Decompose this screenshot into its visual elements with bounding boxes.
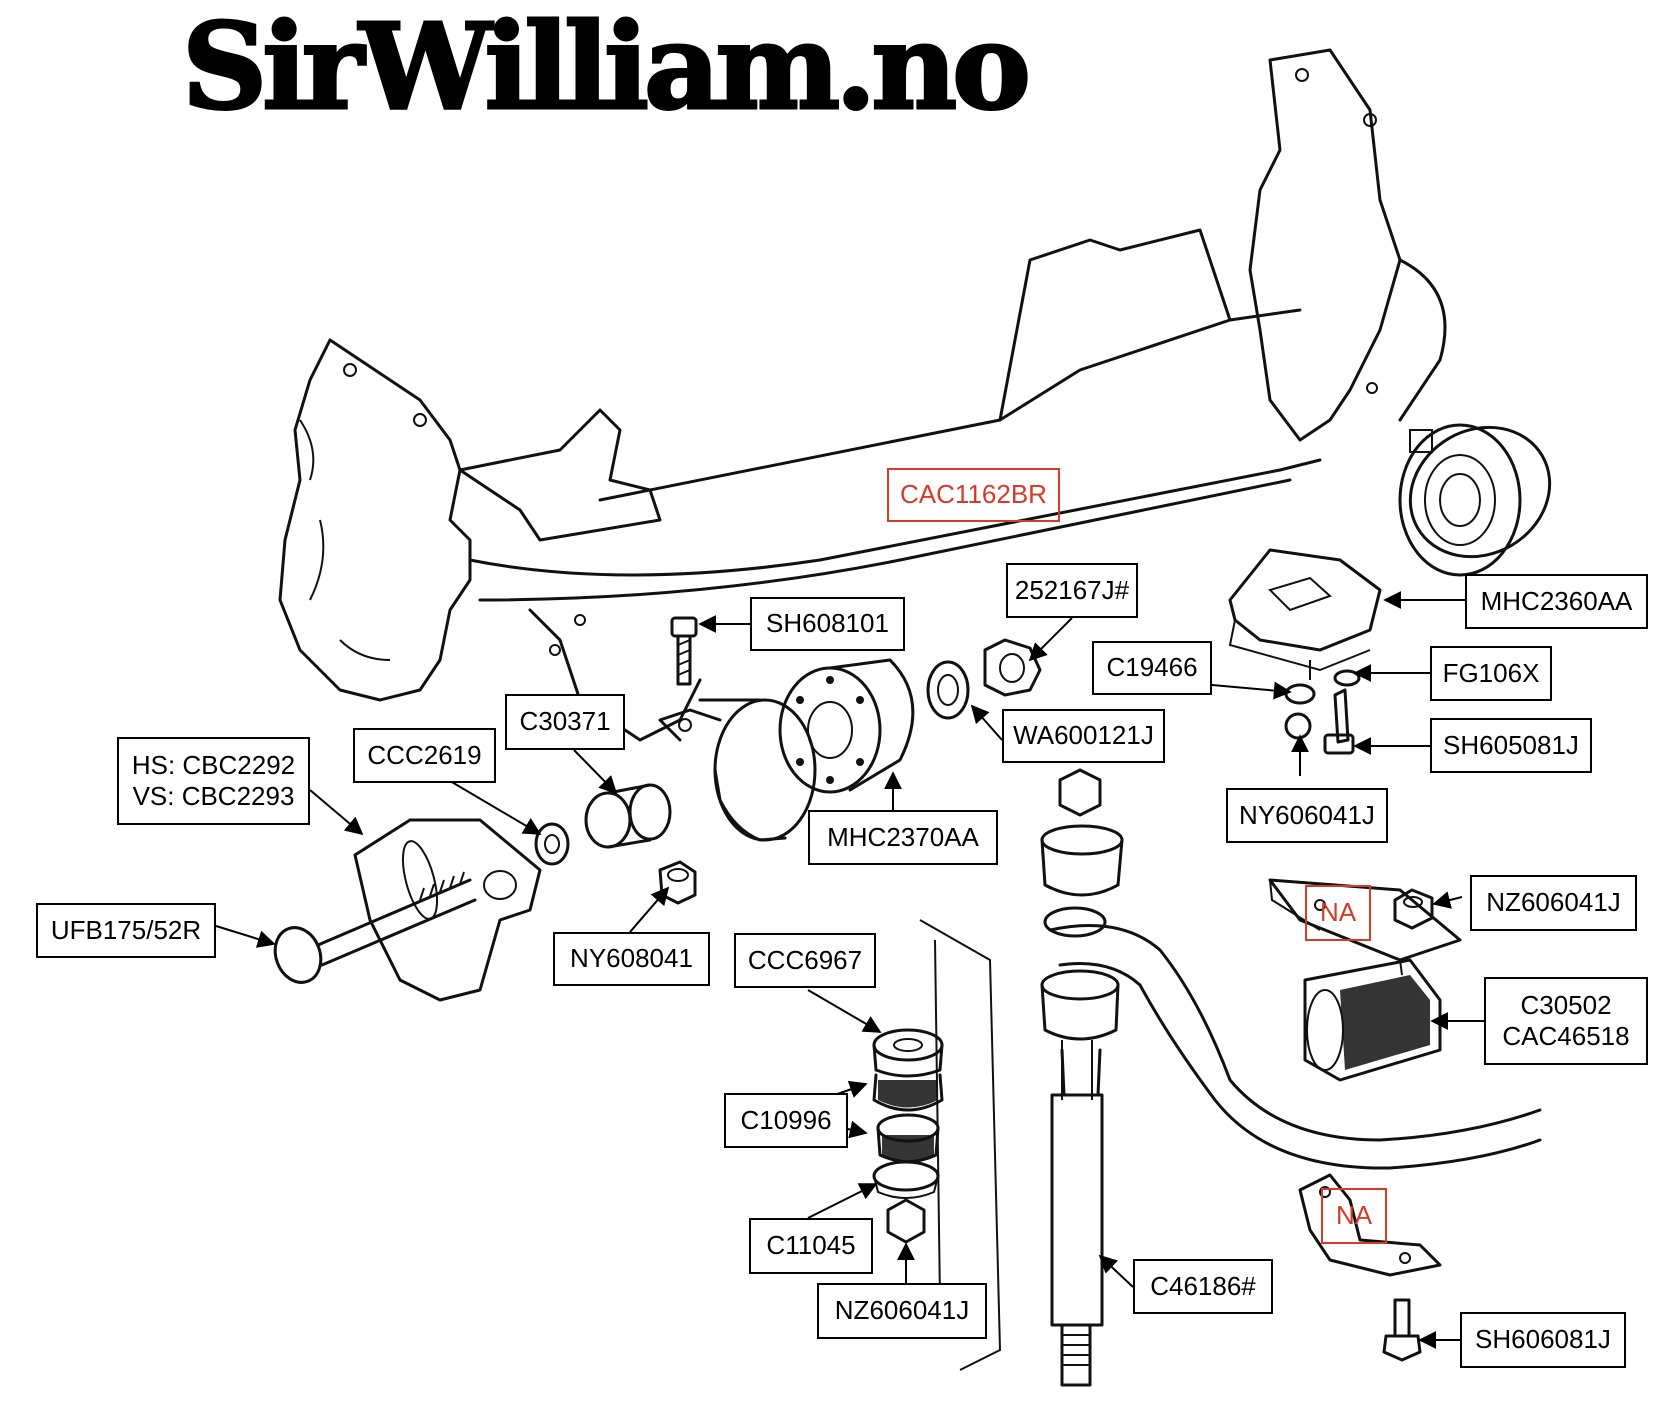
engine-mount-fasteners-drawing (1284, 669, 1361, 755)
bush-housing-drawing (658, 698, 817, 842)
part-label-ccc6967[interactable]: CCC6967 (734, 933, 876, 988)
part-label-fg106x[interactable]: FG106X (1430, 646, 1552, 701)
part-label-ny608041[interactable]: NY608041 (553, 932, 710, 986)
engine-mount-drawing (1228, 548, 1382, 680)
part-label-sh605081j[interactable]: SH605081J (1430, 718, 1592, 773)
bolt-sh606081j-drawing (1382, 1298, 1422, 1362)
part-label-ny606041j[interactable]: NY606041J (1226, 788, 1388, 843)
upper-strap-drawing (1268, 878, 1462, 976)
part-label-mhc2370aa[interactable]: MHC2370AA (808, 810, 998, 865)
part-label-nz606041j-bottom[interactable]: NZ606041J (817, 1283, 987, 1339)
part-label-sh606081j[interactable]: SH606081J (1460, 1312, 1626, 1368)
part-label-na-lower[interactable]: NA (1321, 1188, 1387, 1244)
site-title: SirWilliam.no (181, 0, 1033, 136)
part-label-c10996[interactable]: C10996 (724, 1093, 848, 1148)
part-label-sh608101[interactable]: SH608101 (750, 597, 905, 651)
part-label-c19466[interactable]: C19466 (1092, 641, 1212, 695)
bolt-ufb175-drawing (273, 871, 477, 984)
part-label-mhc2360aa[interactable]: MHC2360AA (1465, 574, 1648, 629)
lower-strap-drawing (1298, 1173, 1442, 1277)
part-label-c11045[interactable]: C11045 (749, 1218, 873, 1274)
part-label-wa600121j[interactable]: WA600121J (1002, 709, 1165, 763)
part-label-ufb175-52r[interactable]: UFB175/52R (36, 903, 216, 958)
anti-roll-bar-drawing (1043, 906, 1542, 1170)
nut-nz606041j-right-drawing (1393, 888, 1434, 930)
main-bush-drawing (778, 658, 915, 794)
bracket-drawing (353, 818, 542, 1002)
washer-ccc2619-drawing (534, 822, 570, 866)
link-stack-drawing (1040, 768, 1124, 1387)
part-label-c30502-cac46518[interactable]: C30502 CAC46518 (1484, 977, 1648, 1065)
part-label-c30371[interactable]: C30371 (505, 694, 625, 750)
rubber-bush-c30502-drawing (1303, 958, 1442, 1082)
part-label-252167j[interactable]: 252167J# (1006, 563, 1138, 618)
leader-lines (215, 591, 1484, 1349)
lower-link-bushes-drawing (872, 919, 1002, 1371)
part-label-ccc2619[interactable]: CCC2619 (353, 728, 496, 783)
part-label-cac1162br[interactable]: CAC1162BR (887, 468, 1060, 522)
nut-ny608041-drawing (658, 860, 697, 905)
crossmember-drawing (278, 48, 1552, 742)
part-label-c46186[interactable]: C46186# (1133, 1259, 1273, 1314)
spacer-c30371-drawing (584, 783, 672, 849)
nut-and-washer-drawing (926, 638, 1042, 720)
part-label-cbc2292-cbc2293[interactable]: HS: CBC2292 VS: CBC2293 (117, 737, 310, 825)
part-label-na-upper[interactable]: NA (1305, 885, 1371, 941)
part-label-nz606041j-right[interactable]: NZ606041J (1470, 875, 1637, 931)
bolt-sh608101-drawing (670, 616, 698, 686)
